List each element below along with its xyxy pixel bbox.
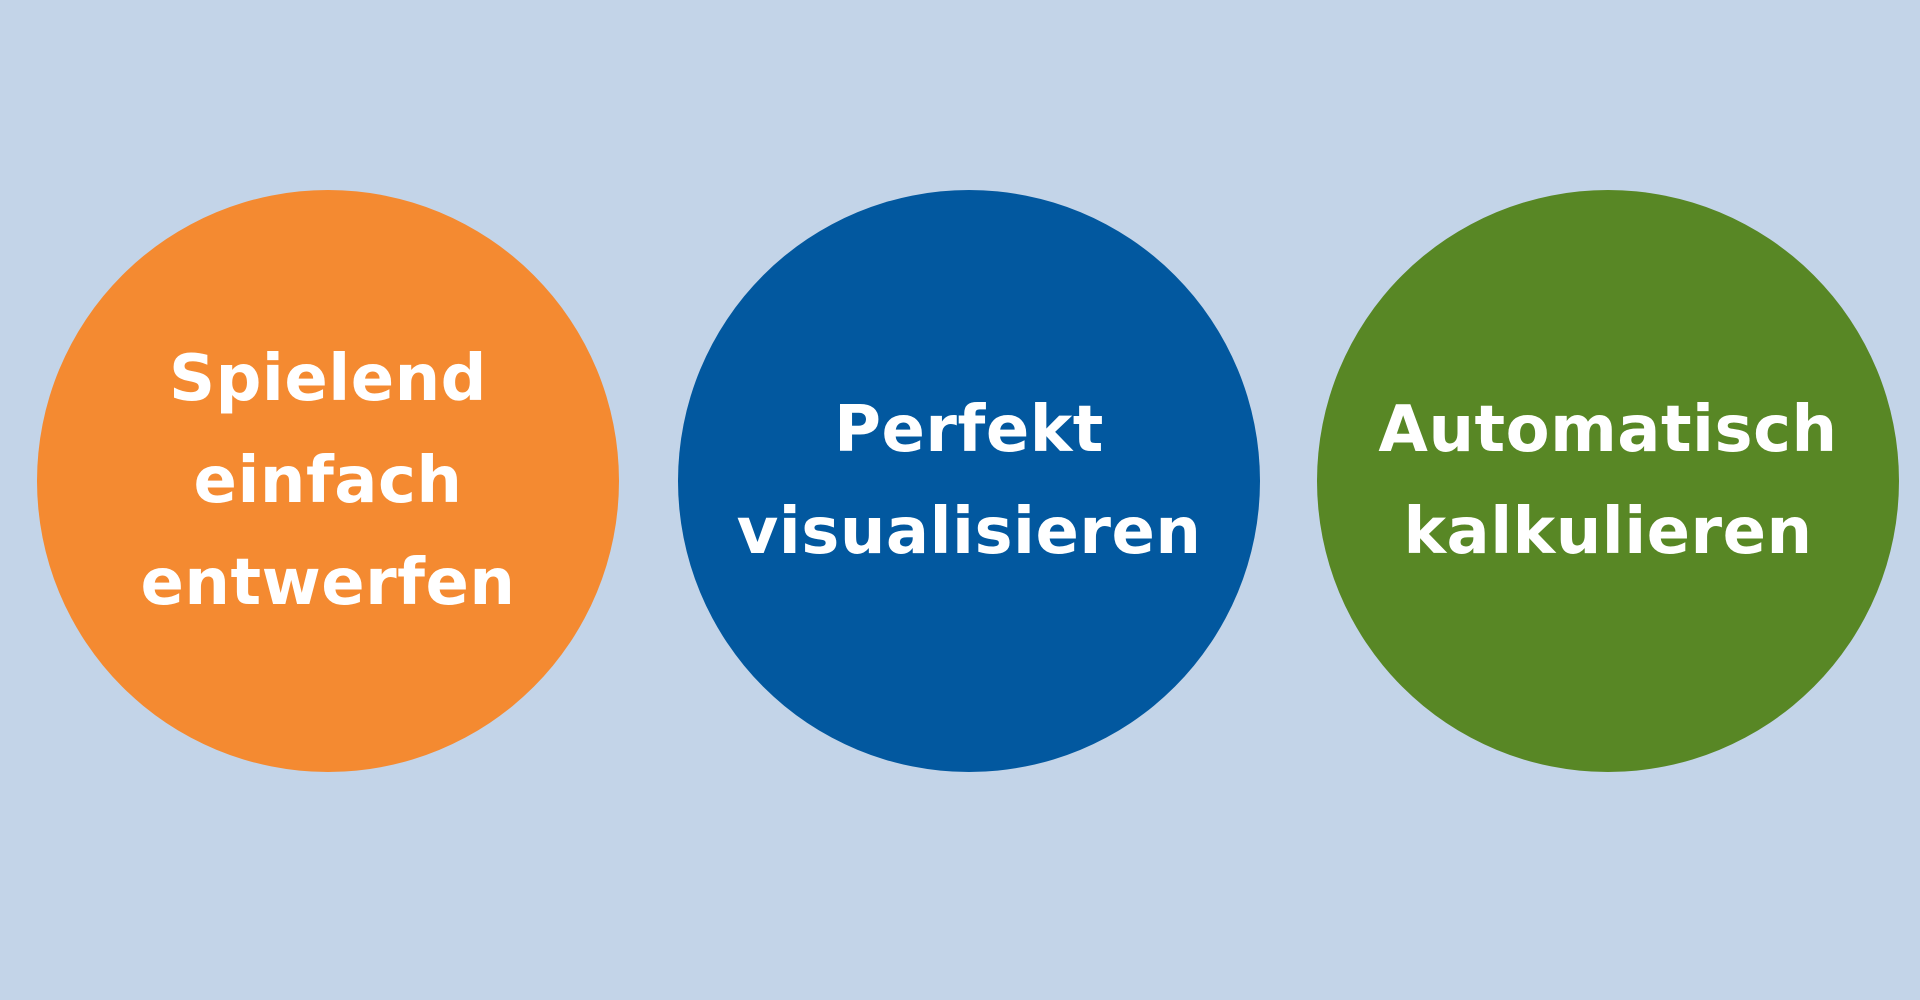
calculate-circle: Automatisch kalkulieren [1317, 190, 1899, 772]
calculate-circle-text: Automatisch kalkulieren [1378, 379, 1837, 583]
calculate-line-2: kalkulieren [1403, 495, 1813, 569]
visualize-line-2: visualisieren [736, 495, 1202, 569]
visualize-circle: Perfekt visualisieren [678, 190, 1260, 772]
visualize-line-1: Perfekt [834, 393, 1104, 467]
design-line-3: entwerfen [140, 546, 516, 620]
design-circle-text: Spielend einfach entwerfen [141, 328, 516, 634]
calculate-line-1: Automatisch [1378, 393, 1838, 467]
visualize-circle-text: Perfekt visualisieren [737, 379, 1202, 583]
design-line-1: Spielend [169, 342, 487, 416]
design-circle: Spielend einfach entwerfen [37, 190, 619, 772]
design-line-2: einfach [193, 444, 463, 518]
